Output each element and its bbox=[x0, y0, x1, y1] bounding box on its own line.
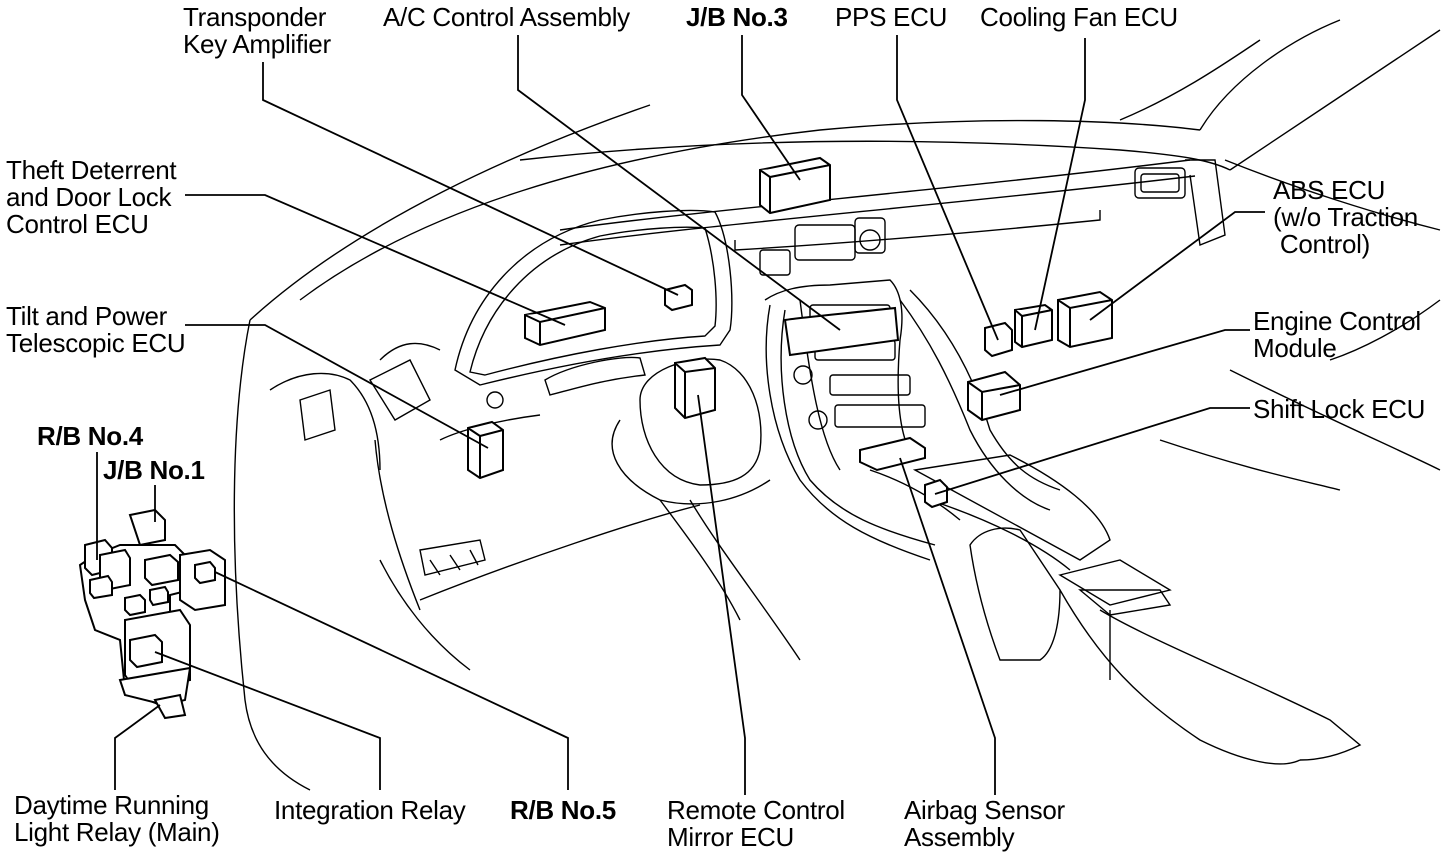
leader-theft bbox=[185, 194, 566, 326]
leader-cooling-fan bbox=[1034, 38, 1086, 331]
dashboard-shelf bbox=[559, 159, 1226, 251]
leader-jb3 bbox=[741, 35, 801, 181]
leader-rb5 bbox=[214, 571, 569, 790]
label-remote-control-mirror-ecu: Remote Control Mirror ECU bbox=[667, 795, 845, 852]
label-jb-no1: J/B No.1 bbox=[103, 455, 205, 485]
center-console bbox=[759, 217, 1061, 561]
leader-lines bbox=[96, 35, 1265, 795]
leader-integration bbox=[154, 651, 381, 790]
label-theft-deterrent-ecu: Theft Deterrent and Door Lock Control EC… bbox=[6, 155, 177, 239]
theft-ecu-box bbox=[524, 300, 606, 347]
instrument-cluster bbox=[439, 209, 733, 441]
leader-abs bbox=[1089, 211, 1265, 321]
label-jb-no3: J/B No.3 bbox=[686, 2, 788, 32]
shifter-armrest bbox=[912, 454, 1362, 765]
label-pps-ecu: PPS ECU bbox=[835, 2, 948, 32]
label-abs-ecu: ABS ECU (w/o Traction Control) bbox=[1273, 175, 1418, 259]
leader-pps bbox=[896, 35, 999, 341]
lower-left-panel bbox=[269, 342, 701, 671]
component-boxes bbox=[467, 156, 1113, 509]
label-daytime-running-light-relay: Daytime Running Light Relay (Main) bbox=[14, 790, 220, 847]
leader-airbag bbox=[899, 457, 996, 795]
leader-shift-lock bbox=[934, 407, 1250, 495]
leader-drl bbox=[114, 704, 161, 790]
engine-module-box bbox=[967, 370, 1021, 422]
leader-transponder bbox=[262, 62, 679, 296]
transponder-box bbox=[664, 283, 693, 312]
body-outline bbox=[233, 19, 1441, 791]
ac-control-box bbox=[783, 306, 900, 357]
airbag-box bbox=[859, 436, 926, 472]
label-integration-relay: Integration Relay bbox=[274, 795, 466, 825]
leader-tilt bbox=[185, 324, 489, 449]
junction-block-assembly bbox=[78, 508, 226, 720]
label-shift-lock-ecu: Shift Lock ECU bbox=[1253, 394, 1426, 424]
label-rb-no5: R/B No.5 bbox=[510, 795, 616, 825]
label-rb-no4: R/B No.4 bbox=[37, 421, 143, 451]
label-transponder-key-amplifier: Transponder Key Amplifier bbox=[183, 2, 331, 59]
label-ac-control-assembly: A/C Control Assembly bbox=[383, 2, 630, 32]
leader-remote-mirror bbox=[697, 394, 746, 795]
tilt-ecu-box bbox=[467, 420, 504, 480]
label-tilt-telescopic-ecu: Tilt and Power Telescopic ECU bbox=[6, 301, 186, 358]
leader-engine bbox=[999, 329, 1250, 396]
label-airbag-sensor-assembly: Airbag Sensor Assembly bbox=[904, 795, 1065, 852]
label-engine-control-module: Engine Control Module bbox=[1253, 306, 1421, 363]
label-cooling-fan-ecu: Cooling Fan ECU bbox=[980, 2, 1178, 32]
leader-ac-control bbox=[517, 35, 841, 331]
